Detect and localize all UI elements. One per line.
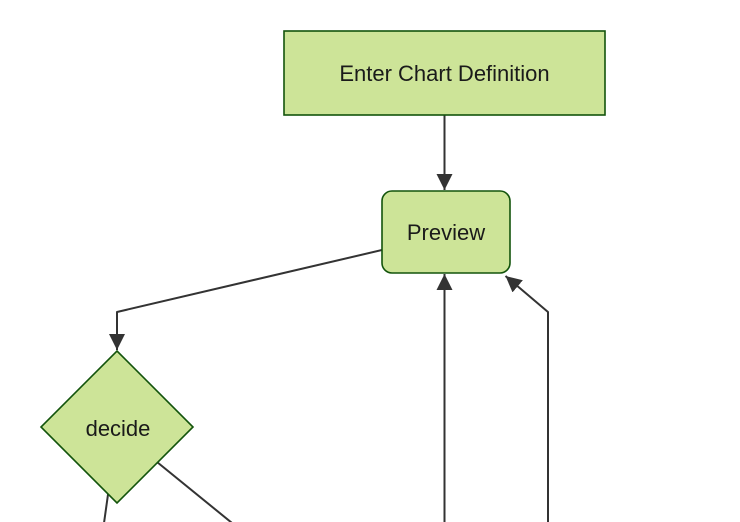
edge-offscreen-bottom-right-to-preview (504, 275, 549, 522)
node-enter-chart-definition: Enter Chart Definition (283, 30, 606, 116)
rounded-rectangle-shape (381, 190, 511, 274)
decision-diamond-shape (39, 349, 195, 505)
edge-decide-to-offscreen-bottom-right (156, 461, 233, 522)
node-decide: decide (39, 349, 195, 505)
node-label-decide: decide (86, 416, 151, 441)
node-label-preview: Preview (407, 220, 485, 245)
node-preview: Preview (381, 190, 511, 274)
node-label-enter-chart-definition: Enter Chart Definition (339, 61, 549, 86)
edge-decide-to-offscreen-bottom-left (103, 490, 110, 522)
rectangle-shape (283, 30, 606, 116)
edge-preview-to-decide (109, 249, 383, 350)
